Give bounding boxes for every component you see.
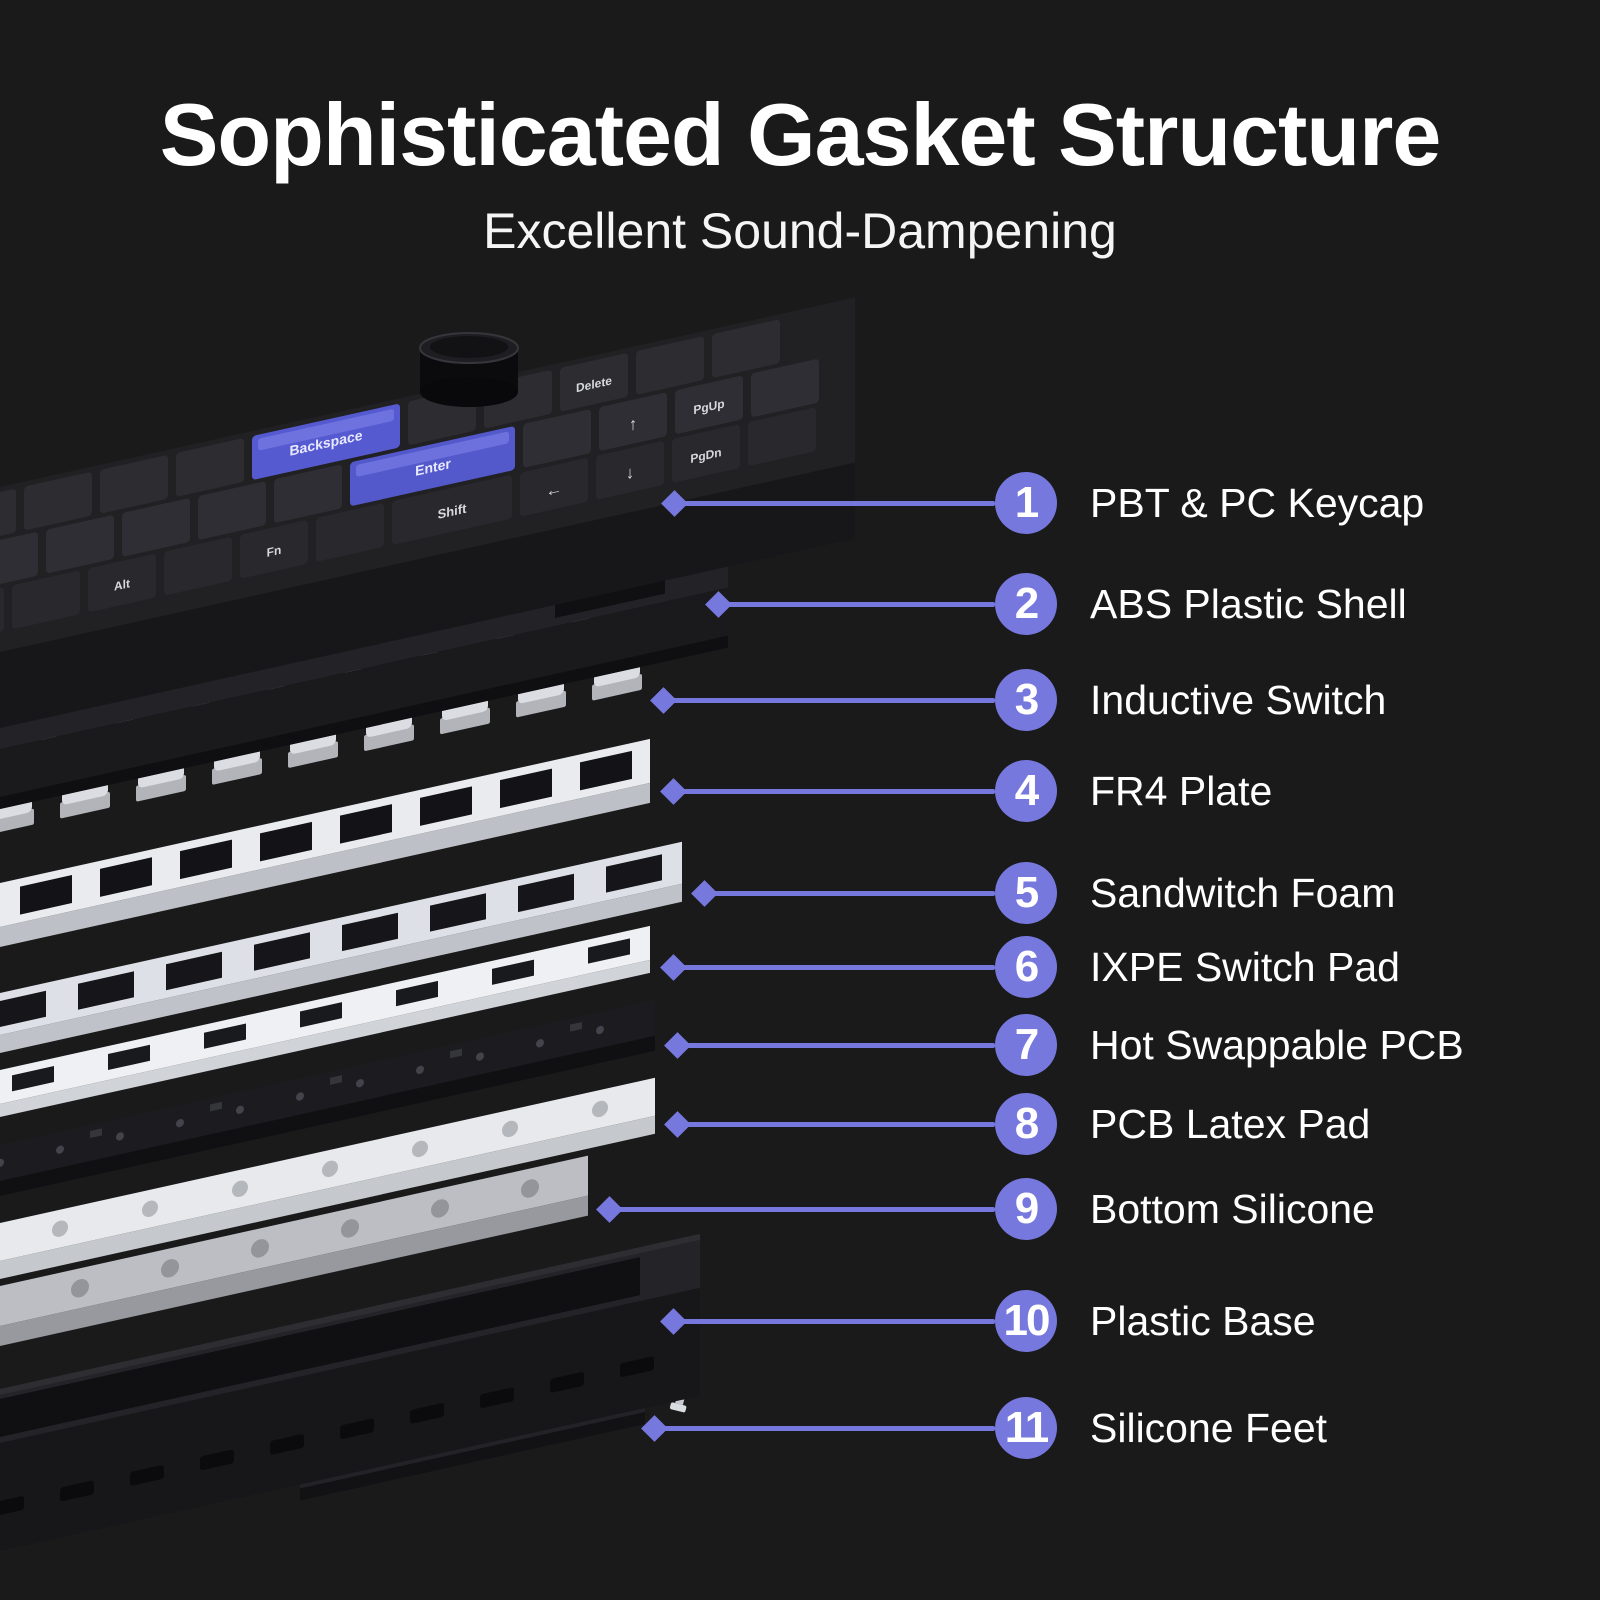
pcb-layer bbox=[0, 999, 655, 1210]
diamond-marker-icon bbox=[640, 1414, 668, 1442]
left-arrow-legend: ← bbox=[546, 477, 563, 501]
callout-number: 9 bbox=[1014, 1184, 1040, 1233]
callout-line bbox=[704, 890, 995, 896]
diamond-marker-icon bbox=[659, 777, 687, 805]
diamond-marker-icon bbox=[659, 1307, 687, 1335]
diamond-marker-icon bbox=[704, 590, 732, 618]
callout-number: 11 bbox=[1004, 1403, 1049, 1452]
callout-line bbox=[663, 697, 995, 703]
callout-line bbox=[673, 1318, 995, 1324]
base-layer bbox=[0, 1233, 700, 1565]
callout-line bbox=[674, 500, 995, 506]
callout-number: 6 bbox=[1014, 942, 1040, 991]
callout-row: 1 PBT & PC Keycap bbox=[0, 472, 1600, 534]
callout-row: 11 Silicone Feet bbox=[0, 1397, 1600, 1459]
page-subtitle: Excellent Sound-Dampening bbox=[483, 203, 1117, 259]
fr4-plate-layer bbox=[0, 738, 650, 961]
fn-legend: Fn bbox=[267, 543, 282, 560]
diamond-marker-icon bbox=[649, 686, 677, 714]
callout-label: Hot Swappable PCB bbox=[1090, 1021, 1464, 1068]
alt-legend: Alt bbox=[114, 576, 130, 593]
callout-number: 8 bbox=[1014, 1099, 1040, 1148]
callout-number: 3 bbox=[1014, 675, 1040, 724]
latex-pad-layer bbox=[0, 1077, 655, 1293]
callout-number-badge: 4 bbox=[995, 760, 1057, 822]
diamond-marker-icon bbox=[595, 1195, 623, 1223]
callout-row: 7 Hot Swappable PCB bbox=[0, 1014, 1600, 1076]
callout-label: Bottom Silicone bbox=[1090, 1185, 1375, 1232]
diamond-marker-icon bbox=[660, 489, 688, 517]
callout-number-badge: 9 bbox=[995, 1178, 1057, 1240]
callout-number-badge: 11 bbox=[995, 1397, 1057, 1459]
diamond-marker-icon bbox=[663, 1031, 691, 1059]
callout-label: ABS Plastic Shell bbox=[1090, 580, 1407, 627]
up-arrow-legend: ↑ bbox=[629, 413, 637, 435]
callout-number: 7 bbox=[1014, 1020, 1040, 1069]
down-arrow-legend: ↓ bbox=[626, 462, 634, 484]
callout-line bbox=[677, 1042, 995, 1048]
callout-row: 5 Sandwitch Foam bbox=[0, 862, 1600, 924]
callout-label: Inductive Switch bbox=[1090, 676, 1387, 723]
callout-number-badge: 2 bbox=[995, 573, 1057, 635]
callout-label: PCB Latex Pad bbox=[1090, 1100, 1371, 1147]
ixpe-pad-layer bbox=[0, 925, 650, 1131]
callout-number-badge: 5 bbox=[995, 862, 1057, 924]
callout-row: 2 ABS Plastic Shell bbox=[0, 573, 1600, 635]
callout-label: Sandwitch Foam bbox=[1090, 869, 1396, 916]
callout-line bbox=[609, 1206, 995, 1212]
knob bbox=[419, 332, 519, 407]
callout-label: FR4 Plate bbox=[1090, 767, 1273, 814]
callout-number: 10 bbox=[1003, 1296, 1051, 1345]
callout-number-badge: 6 bbox=[995, 936, 1057, 998]
callout-row: 3 Inductive Switch bbox=[0, 669, 1600, 731]
silicone-layer bbox=[0, 1155, 588, 1360]
page-title: Sophisticated Gasket Structure bbox=[159, 85, 1442, 184]
callout-number-badge: 1 bbox=[995, 472, 1057, 534]
foam-layer bbox=[0, 841, 682, 1067]
callout-row: 9 Bottom Silicone bbox=[0, 1178, 1600, 1240]
callout-row: 4 FR4 Plate bbox=[0, 760, 1600, 822]
shift-legend: Shift bbox=[438, 501, 467, 522]
callout-label: PBT & PC Keycap bbox=[1090, 479, 1425, 526]
callout-row: 10 Plastic Base bbox=[0, 1290, 1600, 1352]
callout-number: 1 bbox=[1014, 478, 1040, 527]
callout-line bbox=[654, 1425, 995, 1431]
callout-line bbox=[718, 601, 995, 607]
callout-label: Silicone Feet bbox=[1090, 1404, 1328, 1451]
callout-line bbox=[677, 1121, 995, 1127]
callout-row: 8 PCB Latex Pad bbox=[0, 1093, 1600, 1155]
callout-number-badge: 8 bbox=[995, 1093, 1057, 1155]
callout-label: Plastic Base bbox=[1090, 1297, 1316, 1344]
callout-number-badge: 3 bbox=[995, 669, 1057, 731]
callout-line bbox=[673, 964, 995, 970]
callout-number: 4 bbox=[1014, 766, 1040, 815]
diamond-marker-icon bbox=[659, 953, 687, 981]
diamond-marker-icon bbox=[663, 1110, 691, 1138]
callout-number-badge: 7 bbox=[995, 1014, 1057, 1076]
callout-label: IXPE Switch Pad bbox=[1090, 943, 1400, 990]
callout-line bbox=[673, 788, 995, 794]
callout-number-badge: 10 bbox=[995, 1290, 1057, 1352]
diamond-marker-icon bbox=[690, 879, 718, 907]
callout-number: 2 bbox=[1014, 579, 1040, 628]
callout-number: 5 bbox=[1014, 868, 1040, 917]
callout-row: 6 IXPE Switch Pad bbox=[0, 936, 1600, 998]
